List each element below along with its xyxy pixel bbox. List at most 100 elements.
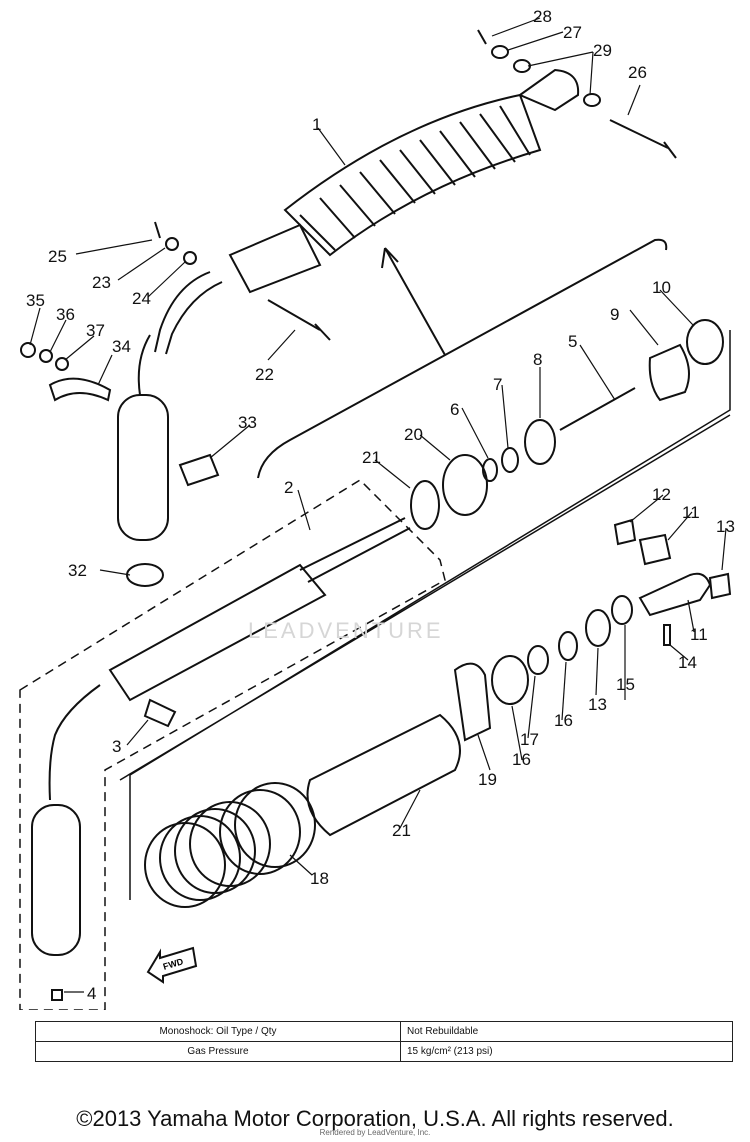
callout-23: 21 bbox=[362, 448, 381, 467]
callout-7: 7 bbox=[493, 375, 502, 394]
shock-body bbox=[108, 563, 327, 702]
rendered-by-credit: Rendered by LeadVenture, Inc. bbox=[319, 1128, 431, 1137]
callout-37: 37 bbox=[86, 321, 105, 340]
callout-12: 11 bbox=[682, 503, 700, 522]
watermark: LEADVENTURE bbox=[248, 618, 444, 643]
spec-value: Not Rebuildable bbox=[400, 1021, 733, 1042]
callout-4: 4 bbox=[87, 984, 96, 1003]
hose-lower bbox=[48, 684, 101, 801]
reservoir-upper-hose bbox=[137, 334, 151, 396]
nut-18 bbox=[527, 645, 549, 675]
spec-label: Monoshock: Oil Type / Qty bbox=[35, 1021, 401, 1042]
callout-32: 32 bbox=[68, 561, 87, 580]
callout-16-left: 16 bbox=[554, 711, 573, 730]
washer-31b bbox=[583, 93, 601, 107]
callout-10: 10 bbox=[652, 278, 671, 297]
nut-37 bbox=[55, 357, 69, 371]
callout-19: 18 bbox=[310, 869, 329, 888]
callout-24: 22 bbox=[255, 365, 274, 384]
hose-upper bbox=[154, 271, 223, 355]
cap-33 bbox=[178, 453, 220, 487]
callout-14: 13 bbox=[588, 695, 607, 714]
bumper-14 bbox=[585, 609, 611, 647]
callout-29: 27 bbox=[563, 23, 582, 42]
pin-15 bbox=[663, 624, 671, 646]
callout-9: 9 bbox=[610, 305, 619, 324]
exploded-frame bbox=[119, 330, 731, 900]
valve-4 bbox=[51, 989, 63, 1001]
washer-29 bbox=[491, 45, 509, 59]
callout-21: 21 bbox=[392, 821, 411, 840]
washer-16b bbox=[558, 631, 578, 661]
bracket-34 bbox=[48, 377, 112, 402]
bumper-3 bbox=[143, 698, 177, 728]
dashed-box bbox=[19, 479, 446, 1010]
callout-25: 23 bbox=[92, 273, 111, 292]
holder-22 bbox=[442, 454, 488, 516]
callout-8: 8 bbox=[533, 350, 542, 369]
callout-16-right: 15 bbox=[616, 675, 635, 694]
seat-17 bbox=[491, 655, 529, 705]
callout-26: 24 bbox=[132, 289, 151, 308]
callout-27: 25 bbox=[48, 247, 67, 266]
pin-27 bbox=[154, 221, 161, 239]
callout-17: 16 bbox=[512, 750, 531, 769]
washer-31a bbox=[513, 59, 531, 73]
leader-lines bbox=[29, 17, 727, 993]
spring-19 bbox=[144, 782, 316, 908]
callout-35: 35 bbox=[26, 291, 45, 310]
callout-3: 3 bbox=[112, 737, 121, 756]
callout-36: 36 bbox=[56, 305, 75, 324]
spring-seat-20 bbox=[453, 662, 492, 742]
washer-16a bbox=[611, 595, 633, 625]
bolt-35 bbox=[20, 342, 36, 358]
callout-28: 26 bbox=[628, 63, 647, 82]
spec-label: Gas Pressure bbox=[35, 1041, 401, 1062]
callout-1: 1 bbox=[312, 115, 321, 134]
washer-26 bbox=[183, 251, 197, 265]
callout-13-right: 13 bbox=[716, 517, 735, 536]
pin-30 bbox=[477, 29, 487, 45]
cap-32 bbox=[126, 563, 164, 587]
copyright: ©2013 Yamaha Motor Corporation, U.S.A. A… bbox=[76, 1106, 674, 1131]
adjuster-8 bbox=[524, 419, 556, 465]
washer-6 bbox=[482, 458, 498, 482]
callout-13-top: 12 bbox=[652, 485, 671, 504]
fwd-arrow bbox=[146, 946, 198, 984]
parts-diagram: LEADVENTURE 28 27 29 26 1 25 23 24 22 35… bbox=[19, 7, 735, 1010]
collar-13a bbox=[613, 518, 637, 546]
seal-23 bbox=[410, 480, 440, 530]
callout-labels: 28 27 29 26 1 25 23 24 22 35 36 37 34 33… bbox=[26, 7, 735, 1003]
rod-5 bbox=[559, 387, 636, 431]
assembly-arrow bbox=[381, 247, 446, 356]
callout-34: 34 bbox=[112, 337, 131, 356]
table-row: Monoshock: Oil Type / Qty Not Rebuildabl… bbox=[35, 1021, 733, 1042]
washer-7 bbox=[501, 447, 519, 473]
top-eye bbox=[517, 68, 580, 112]
callout-33: 33 bbox=[238, 413, 257, 432]
eye-11 bbox=[638, 572, 712, 617]
spec-table: Monoshock: Oil Type / Qty Not Rebuildabl… bbox=[35, 1021, 733, 1062]
callout-11: 11 bbox=[690, 625, 708, 644]
callout-20: 19 bbox=[478, 770, 497, 789]
callout-22: 20 bbox=[404, 425, 423, 444]
cover-21 bbox=[306, 713, 461, 837]
bellows-boot bbox=[283, 93, 542, 257]
bushing-9 bbox=[648, 343, 690, 402]
reservoir-upper bbox=[117, 394, 169, 541]
nut-25 bbox=[165, 237, 179, 251]
bolt-24 bbox=[267, 299, 331, 341]
bushing-12 bbox=[638, 533, 672, 566]
callout-2: 2 bbox=[284, 478, 293, 497]
reservoir-lower bbox=[31, 804, 81, 956]
callout-18: 17 bbox=[520, 730, 539, 749]
shock-body-upper bbox=[228, 223, 322, 294]
washer-36 bbox=[39, 349, 53, 363]
collar-13b bbox=[708, 572, 732, 600]
table-row: Gas Pressure 15 kg/cm² (213 psi) bbox=[35, 1041, 733, 1062]
callout-30: 28 bbox=[533, 7, 552, 26]
callout-5: 5 bbox=[568, 332, 577, 351]
callout-6: 6 bbox=[450, 400, 459, 419]
washer-10 bbox=[686, 319, 724, 365]
bolt-28 bbox=[609, 119, 677, 159]
